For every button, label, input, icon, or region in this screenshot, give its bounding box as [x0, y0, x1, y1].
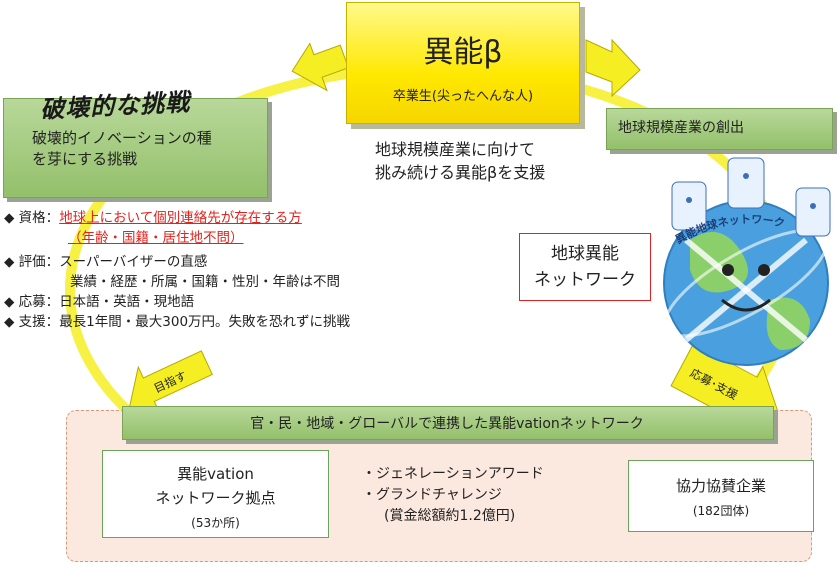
criteria-list: ◆ 資格：地球上において個別連絡先が存在する方 （年齢・国籍・居住地不問） ◆ … [4, 208, 350, 332]
earth-network-box: 地球異能 ネットワーク [519, 233, 651, 301]
mascot-characters [671, 157, 831, 237]
criteria-evaluation-note: 業績・経歴・所属・国籍・性別・年齢は不問 [70, 274, 340, 290]
sponsors-count: (182団体) [692, 504, 750, 518]
alliance-text: 官・民・地域・グローバルで連携した異能vationネットワーク [250, 416, 644, 432]
network-hubs-box: 異能vation ネットワーク拠点 (53か所) [102, 450, 329, 538]
beta-title: 異能β [423, 35, 503, 70]
hubs-count: (53か所) [191, 516, 240, 530]
global-industry-label: 地球規模産業の創出 [618, 120, 744, 136]
criteria-qualification-note: （年齢・国籍・居住地不問） [68, 230, 244, 246]
beta-caption: 地球規模産業に向けて 挑み続ける異能βを支援 [375, 138, 545, 184]
sponsors-line1: 協力協賛企業 [675, 477, 766, 495]
hubs-line1: 異能vation [177, 465, 254, 483]
criteria-application: ◆ 応募：日本語・英語・現地語 [4, 294, 195, 310]
award-text: ・ジェネレーションアワード ・グランドチャレンジ (賞金総額約1.2億円) [362, 464, 544, 527]
globe-illustration [663, 200, 829, 366]
arrow-to-beta [291, 42, 350, 92]
challenge-line2: を芽にする挑戦 [32, 150, 138, 168]
alliance-bar [122, 406, 774, 440]
challenge-box [3, 98, 268, 198]
award-line1: ・ジェネレーションアワード [362, 466, 544, 482]
svg-text:異能地球ネットワーク: 異能地球ネットワーク [673, 213, 786, 247]
award-line2: ・グランドチャレンジ [362, 487, 502, 503]
beta-subtitle: 卒業生(尖ったへんな人) [392, 89, 534, 104]
criteria-evaluation: ◆ 評価：スーパーバイザーの直感 [4, 254, 208, 270]
hubs-line2: ネットワーク拠点 [155, 489, 276, 507]
challenge-line1: 破壊的イノベーションの種 [32, 129, 212, 147]
globe-banner-text: 異能地球ネットワーク [673, 213, 786, 247]
challenge-text: 破壊的イノベーションの種 を芽にする挑戦 [32, 128, 212, 170]
arrow-from-beta [585, 38, 641, 98]
beta-caption-line2: 挑み続ける異能βを支援 [375, 163, 546, 182]
sponsors-box: 協力協賛企業 (182団体) [628, 460, 814, 532]
global-industry-box [606, 108, 833, 150]
criteria-support: ◆ 支援：最長1年間・最大300万円。失敗を恐れずに挑戦 [4, 314, 351, 330]
award-prize: (賞金総額約1.2億円) [384, 508, 516, 524]
network-line1: 地球異能 [551, 244, 619, 264]
network-line2: ネットワーク [534, 270, 636, 290]
globe-banner: 異能地球ネットワーク [673, 213, 786, 247]
beta-caption-line1: 地球規模産業に向けて [375, 140, 536, 159]
criteria-qualification: ◆ 資格：地球上において個別連絡先が存在する方 [4, 210, 302, 226]
beta-box: 異能β 卒業生(尖ったへんな人) [346, 2, 580, 124]
